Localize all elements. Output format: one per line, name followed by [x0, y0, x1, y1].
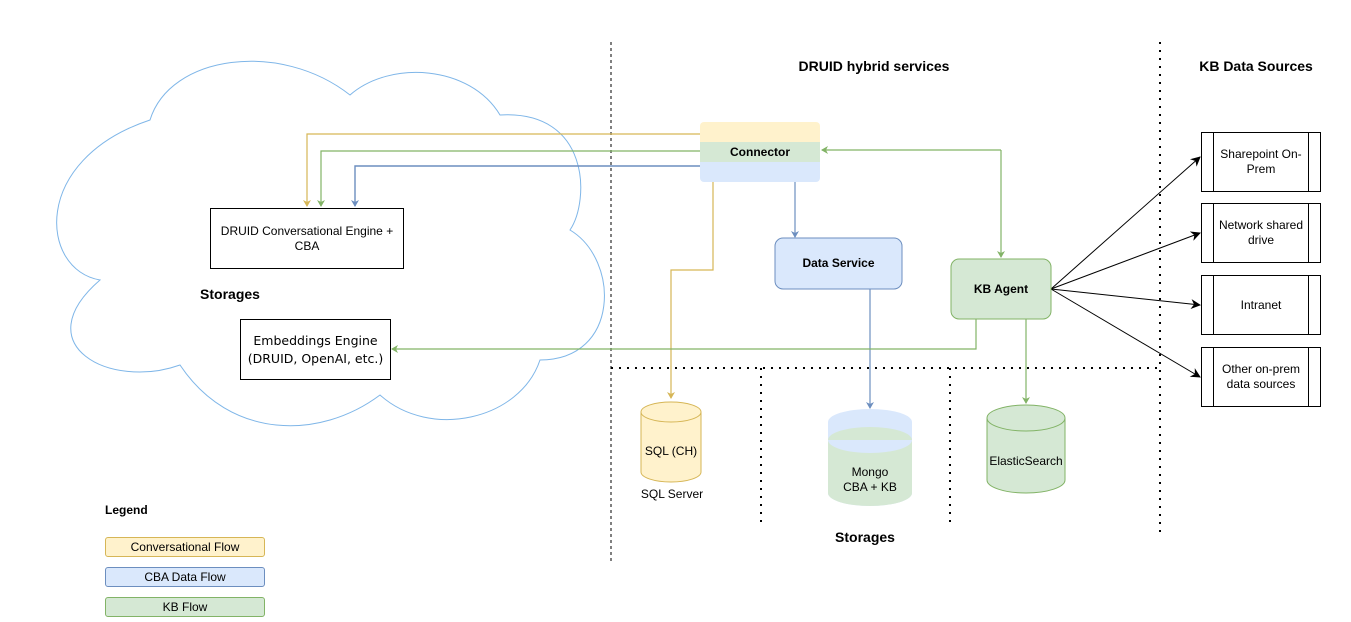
data-source-label: Intranet [1240, 297, 1282, 312]
sql-cylinder-shape [640, 401, 702, 483]
heading-kb-data-sources: KB Data Sources [1199, 57, 1313, 74]
data-service-node[interactable]: Data Service [802, 256, 875, 270]
data-source-label: Other on-prem data sources [1221, 362, 1301, 391]
flow-kb-connector-engine [317, 150, 700, 207]
elasticsearch-storage-node[interactable]: ElasticSearch [989, 453, 1063, 468]
flow-kb-agent-embeddings [391, 319, 977, 353]
data-service-shape [774, 237, 903, 290]
heading-hybrid-services: DRUID hybrid services [798, 57, 950, 74]
connector-node[interactable]: Connector [730, 144, 790, 159]
flow-kb-agent-intranet [1050, 288, 1201, 310]
flow-kb-agent-network-drive [1050, 231, 1201, 290]
kb-agent-node[interactable]: KB Agent [973, 281, 1029, 296]
flow-conversational-connector-sql [667, 182, 714, 399]
mongo-label-line2: CBA + KB [843, 479, 897, 494]
embeddings-engine-node[interactable]: Embeddings Engine (DRUID, OpenAI, etc.) [240, 319, 391, 380]
sql-storage-node[interactable]: SQL (CH) [644, 443, 698, 458]
flow-kb-agent-other-sources [1050, 288, 1201, 378]
heading-onprem-storages: Storages [835, 528, 895, 545]
legend-item-cba: CBA Data Flow [105, 567, 265, 587]
flow-cba-connector-engine [351, 165, 700, 207]
mongo-storage-node[interactable]: Mongo CBA + KB [828, 464, 912, 496]
legend-title: Legend [105, 502, 148, 517]
data-source-sharepoint[interactable]: Sharepoint On-Prem [1201, 132, 1321, 192]
flow-kb-agent-sharepoint [1050, 156, 1201, 290]
flow-conversational-connector-engine [303, 133, 700, 207]
kb-agent-shape [950, 258, 1052, 320]
mongo-cylinder-shape [828, 409, 912, 506]
conversational-engine-node[interactable]: DRUID Conversational Engine + CBA [210, 208, 404, 269]
sql-server-caption: SQL Server [640, 486, 704, 501]
data-source-label: Sharepoint On-Prem [1220, 147, 1302, 176]
legend-item-conversational: Conversational Flow [105, 537, 265, 557]
elasticsearch-cylinder-shape [986, 404, 1066, 494]
data-source-label: Network shared drive [1218, 218, 1304, 247]
data-source-intranet[interactable]: Intranet [1201, 275, 1321, 335]
legend-item-kb: KB Flow [105, 597, 265, 617]
connector-node-shape [700, 122, 820, 182]
mongo-label-line1: Mongo [851, 464, 889, 479]
data-source-network-drive[interactable]: Network shared drive [1201, 203, 1321, 263]
heading-cloud-storages: Storages [200, 285, 260, 302]
data-source-other[interactable]: Other on-prem data sources [1201, 347, 1321, 407]
